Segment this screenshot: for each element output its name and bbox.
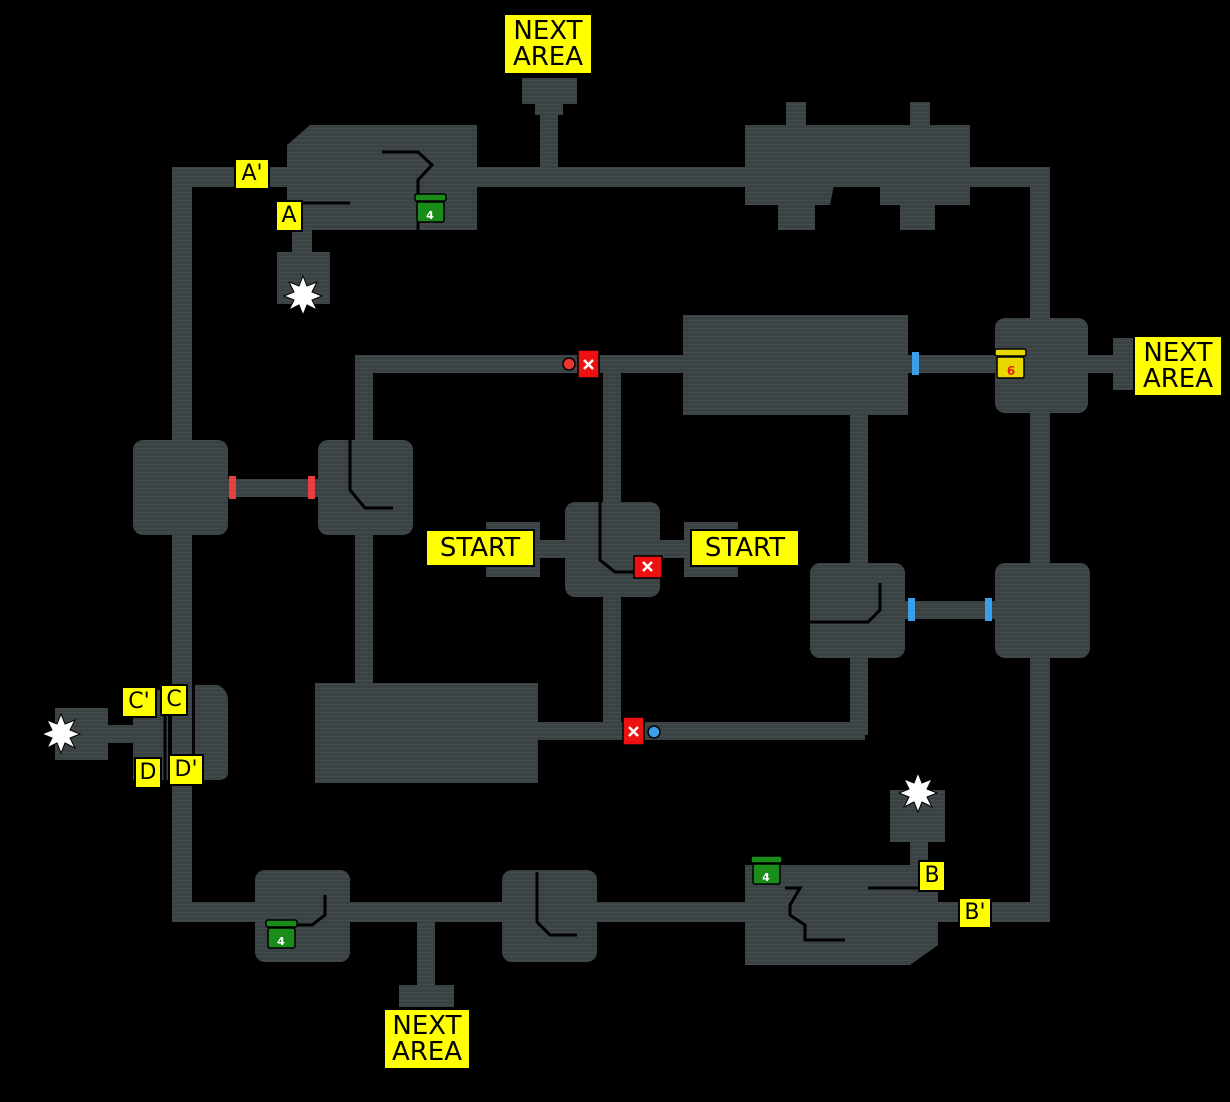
blue-switch-icon[interactable] [647, 725, 661, 739]
red-gate-left [229, 476, 236, 499]
corridor-west-bridge [225, 479, 320, 497]
warp-d-label: D [134, 757, 162, 789]
warp-a-prime-label: A' [234, 158, 270, 190]
room-east [995, 563, 1090, 658]
red-switch-icon[interactable] [562, 357, 576, 371]
warp-b-prime-label: B' [958, 897, 992, 929]
chest-count: 4 [277, 935, 285, 948]
chest-bottom-right[interactable]: 4 [750, 855, 783, 885]
blue-gate-east-2 [985, 598, 992, 621]
locked-door-icon [628, 726, 639, 737]
warp-d-prime-label: D' [168, 754, 204, 786]
locked-door-icon [583, 359, 594, 370]
corridor-inner-north [355, 355, 685, 373]
warp-a-label: A [275, 200, 303, 232]
locked-door-south[interactable] [622, 716, 645, 746]
corridor-to-bottom-exit [417, 918, 435, 988]
wall-se-room [785, 886, 845, 942]
explosion-icon-se [897, 771, 939, 814]
corridor-to-top-exit [540, 110, 558, 172]
room-south-2 [502, 870, 597, 962]
corridor-east [1030, 167, 1050, 922]
corridor-center-north [603, 360, 621, 505]
locked-door-center[interactable] [633, 555, 663, 579]
chest-count: 6 [1007, 364, 1015, 378]
corridor-south-1 [348, 902, 508, 922]
corridor-south-2 [595, 902, 750, 922]
exit-top-neck [535, 100, 563, 115]
room-inner-west [318, 440, 413, 535]
wall-south-1-room [285, 895, 327, 927]
warp-c-label: C [160, 684, 188, 716]
corridor-start-right [658, 540, 688, 558]
wall-south-2-room [535, 872, 577, 937]
corridor-inner-east-north [850, 410, 868, 570]
room-north-pillar-2 [910, 102, 930, 132]
room-inner-southwest [315, 683, 538, 783]
locked-door-icon [642, 561, 653, 572]
explosions [40, 274, 939, 814]
corridor-inner-east [905, 355, 1000, 373]
room-southeast [745, 865, 938, 965]
gate-bars [229, 352, 992, 621]
wall-inner-west-room [348, 440, 393, 510]
locked-door-north[interactable] [577, 349, 600, 379]
exit-bottom-stub [399, 985, 454, 1007]
wall-center-room [598, 502, 640, 574]
corridor-to-nw-alcove [292, 230, 312, 255]
chest-key-right[interactable]: 6 [994, 348, 1027, 379]
room-north-pillar-1 [786, 102, 806, 132]
corridor-to-w-alcove [105, 725, 135, 743]
corridor-west [172, 167, 192, 922]
next-area-right-label[interactable]: NEXT AREA [1133, 335, 1223, 397]
next-area-top-label[interactable]: NEXT AREA [503, 13, 593, 75]
blue-gate-north [912, 352, 919, 375]
wall-inner-east-room [810, 583, 882, 624]
corridor-inner-east-south [850, 655, 868, 735]
chest-count: 4 [426, 209, 434, 222]
blue-gate-east-1 [908, 598, 915, 621]
chest-count: 4 [762, 871, 770, 884]
room-center [565, 502, 660, 597]
corridor-to-right-exit [1085, 355, 1120, 373]
room-east-key [995, 318, 1088, 413]
corridor-east-bridge [905, 601, 997, 619]
chest-top[interactable]: 4 [414, 193, 447, 223]
corridor-inner-west [355, 530, 373, 690]
corridor-sw [172, 902, 262, 922]
rooms [55, 78, 1135, 1007]
next-area-bottom-label[interactable]: NEXT AREA [383, 1008, 471, 1070]
room-northwest [287, 125, 477, 230]
explosion-icon-nw [282, 274, 324, 317]
warp-c-prime-label: C' [121, 686, 157, 718]
start-left-label[interactable]: START [425, 529, 535, 567]
warp-b-label: B [918, 860, 946, 892]
corridor-center-south [603, 590, 621, 730]
explosion-icon-w [40, 712, 82, 755]
chest-bottom-left[interactable]: 4 [265, 919, 298, 949]
room-inner-east [810, 563, 905, 658]
corridor-inner-nw [355, 355, 373, 445]
exit-right-stub [1113, 338, 1135, 390]
corridor-start-left [540, 540, 568, 558]
start-right-label[interactable]: START [690, 529, 800, 567]
room-inner-north [683, 315, 908, 415]
room-west [133, 440, 228, 535]
red-gate-right [308, 476, 315, 499]
corridor-inner-south [535, 722, 865, 740]
exit-top-stub [522, 78, 577, 104]
corridor-se [935, 902, 1050, 922]
room-north [745, 125, 970, 230]
